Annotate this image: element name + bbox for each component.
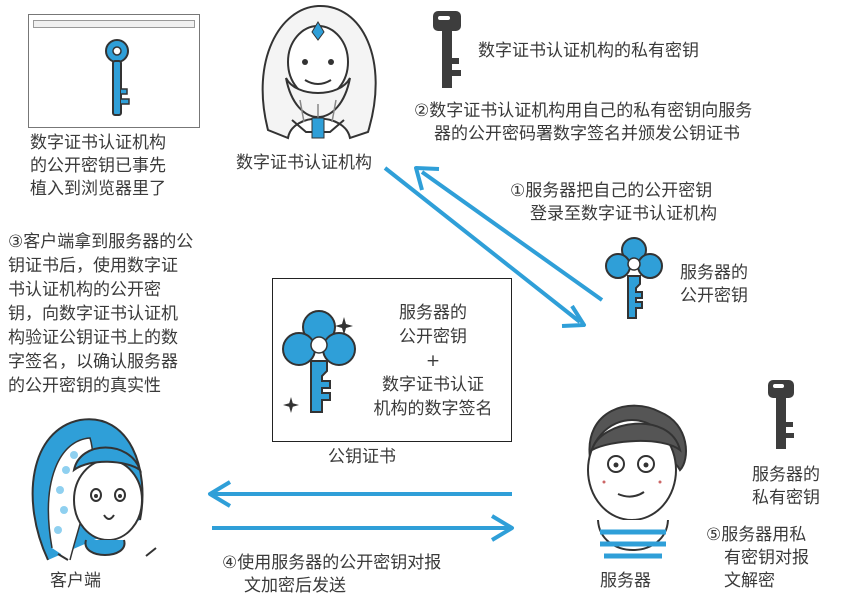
ca-private-key-label: 数字证书认证机构的私有密钥 (478, 41, 699, 61)
sparkle-icon (283, 397, 299, 413)
step-3-line-5: 构验证公钥证书上的数 (8, 328, 178, 348)
public-key-certificate: 服务器的 公开密钥 + 数字证书认证 机构的数字签名 (272, 278, 512, 442)
certificate-line-2: 公开密钥 (399, 327, 467, 347)
step-5-text: ⑤服务器用私 有密钥对报 文解密 (706, 524, 809, 593)
certificate-line-3: 数字证书认证 (382, 375, 484, 395)
step-4-line-2: 文加密后发送 (244, 576, 346, 596)
browser-caption-line-2: 的公开密钥已事先 (30, 156, 166, 176)
step-3-line-3: 书认证机构的公开密 (8, 280, 161, 300)
server-public-key-label-line-2: 公开密钥 (680, 286, 748, 306)
certificate-label: 公钥证书 (328, 447, 396, 467)
browser-caption: 数字证书认证机构 的公开密钥已事先 植入到浏览器里了 (30, 132, 166, 201)
server-private-key-icon (768, 380, 794, 449)
step-1-line-1: ①服务器把自己的公开密钥 (510, 181, 713, 201)
step-3-line-4: 钥，向数字证书认证机 (8, 304, 178, 324)
client-avatar (31, 418, 157, 561)
sparkle-icon (335, 317, 353, 335)
ca-label: 数字证书认证机构 (236, 153, 372, 173)
server-public-key-icon (605, 237, 663, 319)
browser-caption-line-3: 植入到浏览器里了 (30, 179, 166, 199)
client-label: 客户端 (50, 571, 101, 591)
public-key-icon (105, 39, 130, 116)
step-3-text: ③客户端拿到服务器的公 钥证书后，使用数字证 书认证机构的公开密 钥，向数字证书… (8, 230, 193, 398)
step-5-line-1: ⑤服务器用私 (706, 525, 807, 545)
ca-avatar (261, 4, 377, 140)
browser-window (28, 14, 200, 128)
step-2-line-2: 器的公开密码署数字签名并颁发公钥证书 (434, 124, 740, 144)
certificate-plus: + (425, 351, 441, 371)
server-private-key-label-line-1: 服务器的 (752, 465, 820, 485)
step-3-line-6: 字签名，以确认服务器 (8, 352, 178, 372)
step-1-text: ①服务器把自己的公开密钥 登录至数字证书认证机构 (510, 180, 717, 226)
server-private-key-label-line-2: 私有密钥 (752, 488, 820, 508)
server-private-key-label: 服务器的 私有密钥 (736, 464, 836, 510)
arrow-server-to-ca (414, 166, 604, 302)
step-3-line-2: 钥证书后，使用数字证 (8, 256, 178, 276)
step-3-line-7: 的公开密钥的真实性 (8, 376, 161, 396)
step-5-line-3: 文解密 (724, 571, 775, 591)
step-1-line-2: 登录至数字证书认证机构 (530, 204, 717, 224)
certificate-line-4: 机构的数字签名 (373, 399, 493, 419)
step-5-line-2: 有密钥对报 (724, 548, 809, 568)
arrow-to-server (212, 514, 514, 542)
certificate-line-1: 服务器的 (399, 303, 467, 323)
certificate-key-icon (282, 310, 356, 413)
step-4-text: ④使用服务器的公开密钥对报 文加密后发送 (222, 552, 441, 598)
arrow-to-client (208, 480, 512, 508)
private-key-icon (433, 11, 461, 88)
browser-address-bar (33, 20, 195, 28)
step-2-text: ②数字证书认证机构用自己的私有密钥向服务 器的公开密码署数字签名并颁发公钥证书 (414, 100, 752, 146)
server-public-key-label-line-1: 服务器的 (680, 263, 748, 283)
arrow-ca-to-server (383, 166, 586, 328)
step-4-line-1: ④使用服务器的公开密钥对报 (222, 553, 442, 573)
server-avatar (587, 404, 687, 559)
browser-caption-line-1: 数字证书认证机构 (30, 133, 166, 153)
server-label: 服务器 (600, 571, 651, 591)
certificate-contents: 服务器的 公开密钥 + 数字证书认证 机构的数字签名 (363, 301, 503, 421)
server-public-key-label: 服务器的 公开密钥 (680, 262, 748, 308)
step-2-line-1: ②数字证书认证机构用自己的私有密钥向服务 (414, 101, 753, 121)
step-3-line-1: ③客户端拿到服务器的公 (8, 232, 194, 252)
